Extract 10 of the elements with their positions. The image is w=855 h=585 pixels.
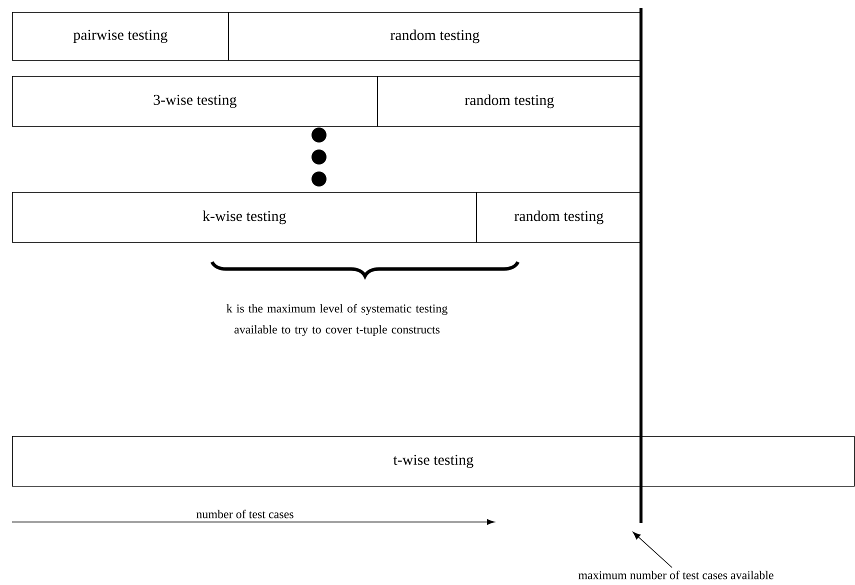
testing-box: t-wise testing	[12, 436, 855, 487]
brace-caption: k is the maximum level of systematic testing available to try to cover t-tuple constructs	[226, 304, 448, 336]
axis-label: number of test cases	[196, 510, 294, 518]
testing-box: pairwise testing	[12, 12, 229, 61]
leader-line	[632, 532, 672, 568]
annotation-text: maximum number of test cases available	[578, 570, 774, 580]
testing-box: random testing	[228, 12, 642, 61]
testing-box: 3-wise testing	[12, 76, 378, 127]
testing-box: k-wise testing	[12, 192, 477, 243]
testing-box: random testing	[377, 76, 642, 127]
